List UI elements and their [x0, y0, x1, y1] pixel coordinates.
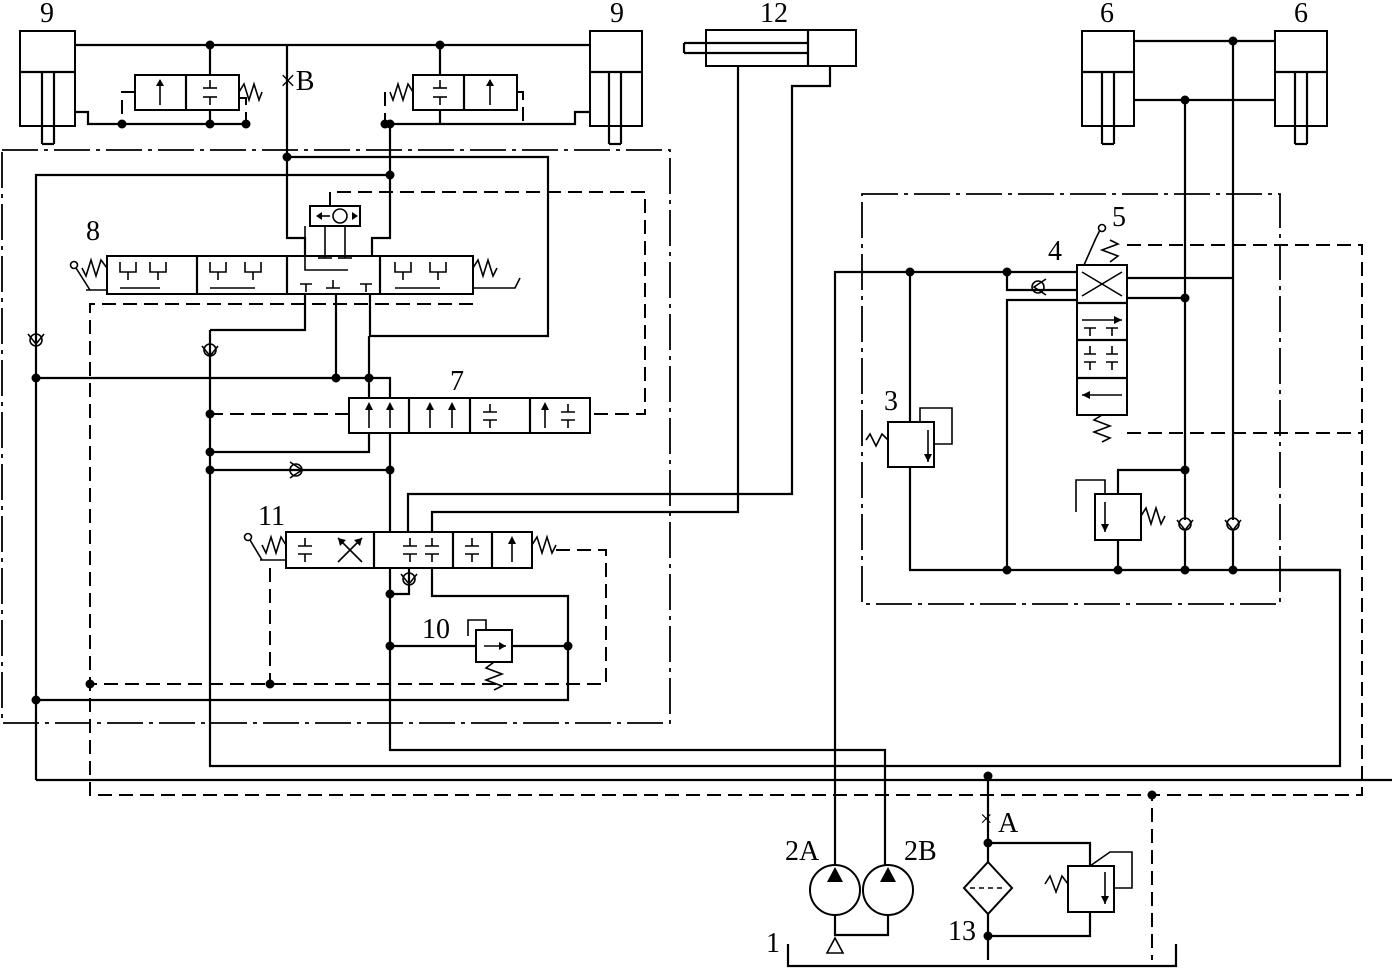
filter-13 — [962, 860, 1014, 916]
pump-2a — [809, 864, 861, 916]
label-cyl12: 12 — [760, 0, 788, 29]
label-point-a-x: × — [980, 806, 992, 831]
label-valve8: 8 — [86, 216, 100, 247]
enclosure-left — [1, 149, 671, 724]
enclosure-right — [861, 193, 1281, 605]
label-valve10: 10 — [422, 614, 450, 645]
valve-11 — [243, 531, 557, 569]
label-valve7: 7 — [450, 366, 464, 397]
valve-8 — [69, 255, 521, 295]
check-valve-4 — [1031, 278, 1047, 296]
label-cyl9-left: 9 — [40, 0, 54, 29]
label-point-a: A — [998, 808, 1019, 839]
cylinder-6-right — [1274, 30, 1328, 146]
label-valve4: 4 — [1048, 236, 1062, 267]
cylinder-6-left — [1081, 30, 1135, 146]
check-valve-horizontal — [289, 461, 304, 479]
cylinder-9-left — [19, 30, 76, 146]
label-filter13: 13 — [948, 916, 976, 947]
label-valve3: 3 — [884, 386, 898, 417]
label-pump2b: 2B — [904, 836, 937, 867]
valve-cyl9-right — [389, 74, 518, 111]
label-valve11: 11 — [258, 501, 285, 532]
relief-valve-13 — [1044, 851, 1133, 913]
label-pump2a: 2A — [785, 836, 820, 867]
label-tank1: 1 — [766, 928, 780, 959]
label-cyl9-right: 9 — [610, 0, 624, 29]
label-point-b: ×B — [280, 66, 314, 97]
check-valve-left-1 — [27, 333, 45, 347]
label-valve5: 5 — [1112, 202, 1126, 233]
valve-cyl9-left — [134, 74, 263, 111]
pump-2b — [862, 864, 914, 916]
tank-1 — [786, 944, 1178, 968]
valve-4 — [1076, 223, 1128, 443]
cylinder-9-right — [589, 30, 643, 146]
label-cyl6-left: 6 — [1100, 0, 1114, 29]
valve-10 — [467, 619, 513, 691]
relief-valve-right — [1075, 479, 1166, 541]
shuttle-valve — [304, 205, 361, 271]
valve-7 — [348, 397, 591, 434]
label-cyl6-right: 6 — [1294, 0, 1308, 29]
cylinder-12 — [682, 29, 857, 67]
